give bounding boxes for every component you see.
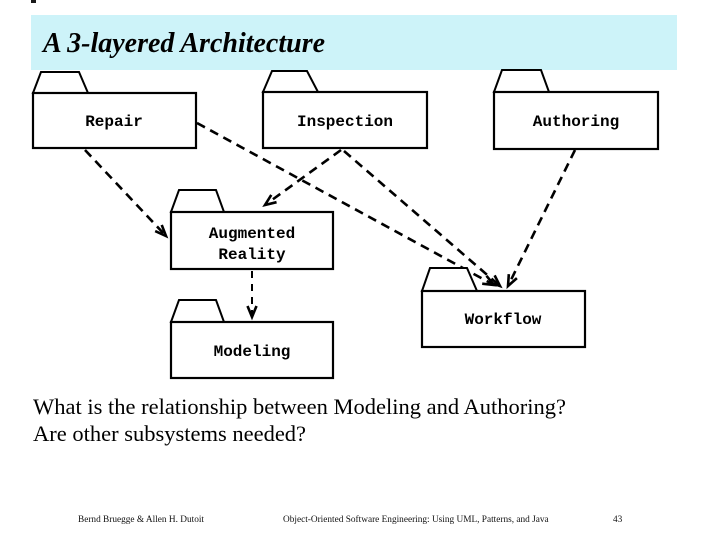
dependency-repair-to-augmented-reality bbox=[84, 149, 169, 239]
package-label-modeling: Modeling bbox=[214, 343, 291, 361]
package-tab-icon bbox=[492, 69, 551, 93]
package-augmented-reality: Augmented Reality bbox=[169, 189, 335, 271]
question-text: What is the relationship between Modelin… bbox=[33, 393, 693, 447]
question-line-2: Are other subsystems needed? bbox=[33, 421, 307, 446]
dependency-arrows bbox=[84, 121, 577, 321]
footer-authors: Bernd Bruegge & Allen H. Dutoit bbox=[78, 515, 205, 525]
package-tab-icon bbox=[169, 299, 226, 323]
package-authoring: Authoring bbox=[492, 69, 660, 151]
package-body bbox=[420, 289, 587, 349]
package-inspection: Inspection bbox=[261, 70, 429, 150]
package-body bbox=[492, 90, 660, 151]
slide-corner-artifact bbox=[31, 0, 36, 3]
footer: Bernd Bruegge & Allen H. Dutoit Object-O… bbox=[0, 515, 720, 531]
dependency-repair-to-workflow bbox=[196, 121, 498, 287]
dependency-inspection-to-workflow bbox=[343, 150, 503, 289]
dependency-authoring-to-workflow bbox=[506, 149, 577, 290]
package-tab-icon bbox=[420, 267, 479, 292]
package-workflow: Workflow bbox=[420, 267, 587, 349]
package-modeling: Modeling bbox=[169, 299, 335, 380]
slide-title: A 3-layered Architecture bbox=[43, 28, 326, 59]
package-label-reality: Reality bbox=[218, 246, 286, 264]
footer-page-number: 43 bbox=[613, 515, 623, 525]
package-tab-icon bbox=[31, 71, 90, 94]
package-body bbox=[169, 320, 335, 380]
title-bar: A 3-layered Architecture bbox=[31, 15, 677, 70]
footer-book-title: Object-Oriented Software Engineering: Us… bbox=[283, 515, 549, 525]
package-body bbox=[31, 91, 198, 150]
package-label-authoring: Authoring bbox=[533, 113, 619, 131]
package-label-workflow: Workflow bbox=[465, 311, 542, 329]
package-label-inspection: Inspection bbox=[297, 113, 393, 131]
package-tab-icon bbox=[261, 70, 320, 93]
dependency-inspection-to-augmented-reality bbox=[262, 148, 342, 208]
package-repair: Repair bbox=[31, 71, 198, 150]
package-tab-icon bbox=[169, 189, 226, 213]
package-label-repair: Repair bbox=[85, 113, 143, 131]
package-body bbox=[169, 210, 335, 271]
question-line-1: What is the relationship between Modelin… bbox=[33, 394, 567, 419]
package-label-augmented: Augmented bbox=[209, 225, 295, 243]
package-body bbox=[261, 90, 429, 150]
